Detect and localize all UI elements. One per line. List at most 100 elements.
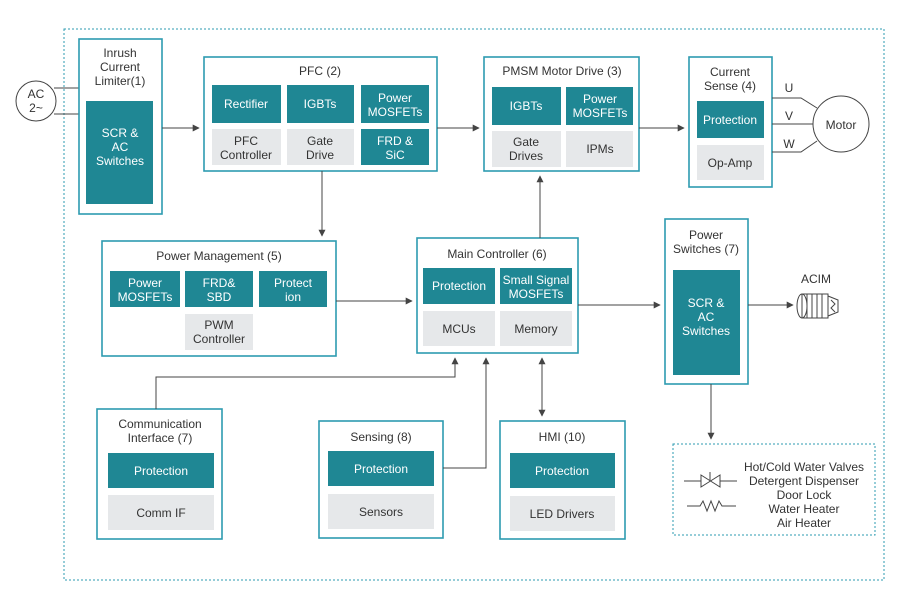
comm-protection [108, 453, 214, 488]
main-ctrl-mcus [423, 311, 495, 346]
comm-if-label: Comm IF [136, 506, 185, 520]
current-sense-protection [697, 101, 764, 138]
pmsm-ipms [566, 131, 633, 167]
hmi-block: HMI (10) Protection LED Drivers [499, 420, 626, 540]
hmi-led-drivers [510, 496, 615, 531]
phase-u-line [772, 97, 818, 109]
current-sense-protection-label: Protection [703, 113, 757, 127]
power-switches-scr-1: SCR & [688, 296, 725, 310]
phase-u-label: U [785, 81, 794, 95]
power-mgmt-power-mosfets [110, 271, 180, 307]
phase-v-label: V [785, 109, 793, 123]
main-ctrl-small-signal-mosfets [500, 268, 572, 304]
current-sense-op-amp-label: Op-Amp [708, 156, 753, 170]
pmsm-power-mosfets [566, 87, 633, 125]
power-mgmt-protection-2: ion [285, 290, 301, 304]
sensing-protection [328, 451, 434, 486]
motor-label: Motor [826, 118, 857, 132]
communication-interface-block: Communication Interface (7) Protection C… [96, 408, 223, 540]
hmi-led-drivers-label: LED Drivers [530, 507, 595, 521]
heater-symbol-icon [687, 499, 736, 513]
pfc-igbts [287, 85, 354, 123]
inrush-scr-line1: SCR & [102, 126, 139, 140]
hmi-protection [510, 453, 615, 488]
comm-title-1: Communication [118, 417, 201, 431]
power-mgmt-power-mosfets-2: MOSFETs [118, 290, 173, 304]
load-item-3: Door Lock [777, 488, 833, 502]
hmi-protection-label: Protection [535, 464, 589, 478]
pfc-frd-sic-2: SiC [385, 148, 405, 162]
comm-if [108, 495, 214, 530]
pmsm-gate-drives-2: Drives [509, 149, 543, 163]
main-ctrl-protection [423, 268, 495, 304]
main-ctrl-small-signal-2: MOSFETs [509, 287, 564, 301]
inrush-scr-line3: Switches [96, 154, 144, 168]
power-mgmt-frd-sbd [185, 271, 253, 307]
pfc-rectifier [212, 85, 281, 123]
pmsm-power-mosfets-1: Power [583, 92, 617, 106]
acim-motor-icon [796, 293, 839, 319]
power-mgmt-power-mosfets-1: Power [128, 276, 162, 290]
pfc-frd-sic [361, 129, 429, 165]
main-ctrl-protection-label: Protection [432, 279, 486, 293]
main-controller-block: Main Controller (6) Protection Small Sig… [416, 237, 579, 354]
sensing-block: Sensing (8) Protection Sensors [318, 420, 444, 539]
inrush-current-limiter-block: Inrush Current Limiter(1) SCR & AC Switc… [78, 38, 163, 215]
load-item-4: Water Heater [769, 502, 840, 516]
pmsm-power-mosfets-2: MOSFETs [573, 106, 628, 120]
sensing-sensors-label: Sensors [359, 505, 403, 519]
current-sense-title-1: Current [710, 65, 751, 79]
inrush-title-1: Inrush [103, 46, 136, 60]
pfc-rectifier-label: Rectifier [224, 97, 268, 111]
pfc-title: PFC (2) [299, 64, 341, 78]
load-item-2: Detergent Dispenser [749, 474, 859, 488]
load-item-1: Hot/Cold Water Valves [744, 460, 864, 474]
current-sense-block: Current Sense (4) Protection Op-Amp [688, 56, 773, 188]
pfc-gate-drive-2: Drive [306, 148, 334, 162]
power-mgmt-title: Power Management (5) [156, 249, 281, 263]
pmsm-igbts-label: IGBTs [510, 99, 543, 113]
phase-w-line [772, 140, 818, 153]
sensing-sensors [328, 494, 434, 529]
power-switches-scr-3: Switches [682, 324, 730, 338]
current-sense-title-2: Sense (4) [704, 79, 756, 93]
inrush-scr-switch [86, 101, 153, 204]
pmsm-gate-drives [492, 131, 561, 167]
pfc-gate-drive [287, 129, 354, 165]
power-mgmt-protection [259, 271, 327, 307]
power-management-block: Power Management (5) Power MOSFETs FRD& … [101, 240, 337, 357]
arrow-comm-to-main-ctrl [155, 357, 459, 409]
pfc-block: PFC (2) Rectifier IGBTs Power MOSFETs PF… [203, 56, 438, 172]
loads-legend: Hot/Cold Water Valves Detergent Dispense… [672, 443, 876, 536]
sensing-protection-label: Protection [354, 462, 408, 476]
current-sense-op-amp [697, 145, 764, 180]
pfc-power-mosfets-2: MOSFETs [368, 105, 423, 119]
acim-label: ACIM [801, 272, 831, 286]
pmsm-igbts [492, 87, 561, 125]
power-mgmt-frd-sbd-2: SBD [207, 290, 232, 304]
inrush-title-2: Current [100, 60, 141, 74]
power-switches-title-2: Switches (7) [673, 242, 739, 256]
comm-title-2: Interface (7) [128, 431, 193, 445]
sensing-title: Sensing (8) [350, 430, 411, 444]
comm-protection-label: Protection [134, 464, 188, 478]
ac-source: AC 2~ [15, 80, 57, 122]
valve-symbol-icon [684, 472, 737, 488]
pfc-frd-sic-1: FRD & [377, 134, 413, 148]
arrow-sensing-to-main-ctrl [443, 357, 490, 469]
phase-w-label: W [783, 137, 795, 151]
ac-phase-label: 2~ [29, 101, 43, 115]
pfc-power-mosfets [361, 85, 429, 123]
system-boundary [63, 28, 885, 581]
main-ctrl-mcus-label: MCUs [442, 322, 475, 336]
pmsm-gate-drives-1: Gate [513, 135, 539, 149]
pfc-igbts-label: IGBTs [304, 97, 337, 111]
power-switches-scr [673, 270, 740, 375]
hmi-title: HMI (10) [539, 430, 586, 444]
main-ctrl-memory [500, 311, 572, 346]
pmsm-title: PMSM Motor Drive (3) [502, 64, 621, 78]
power-mgmt-protection-1: Protect [274, 276, 313, 290]
main-ctrl-small-signal-1: Small Signal [503, 273, 570, 287]
power-switches-scr-2: AC [698, 310, 715, 324]
